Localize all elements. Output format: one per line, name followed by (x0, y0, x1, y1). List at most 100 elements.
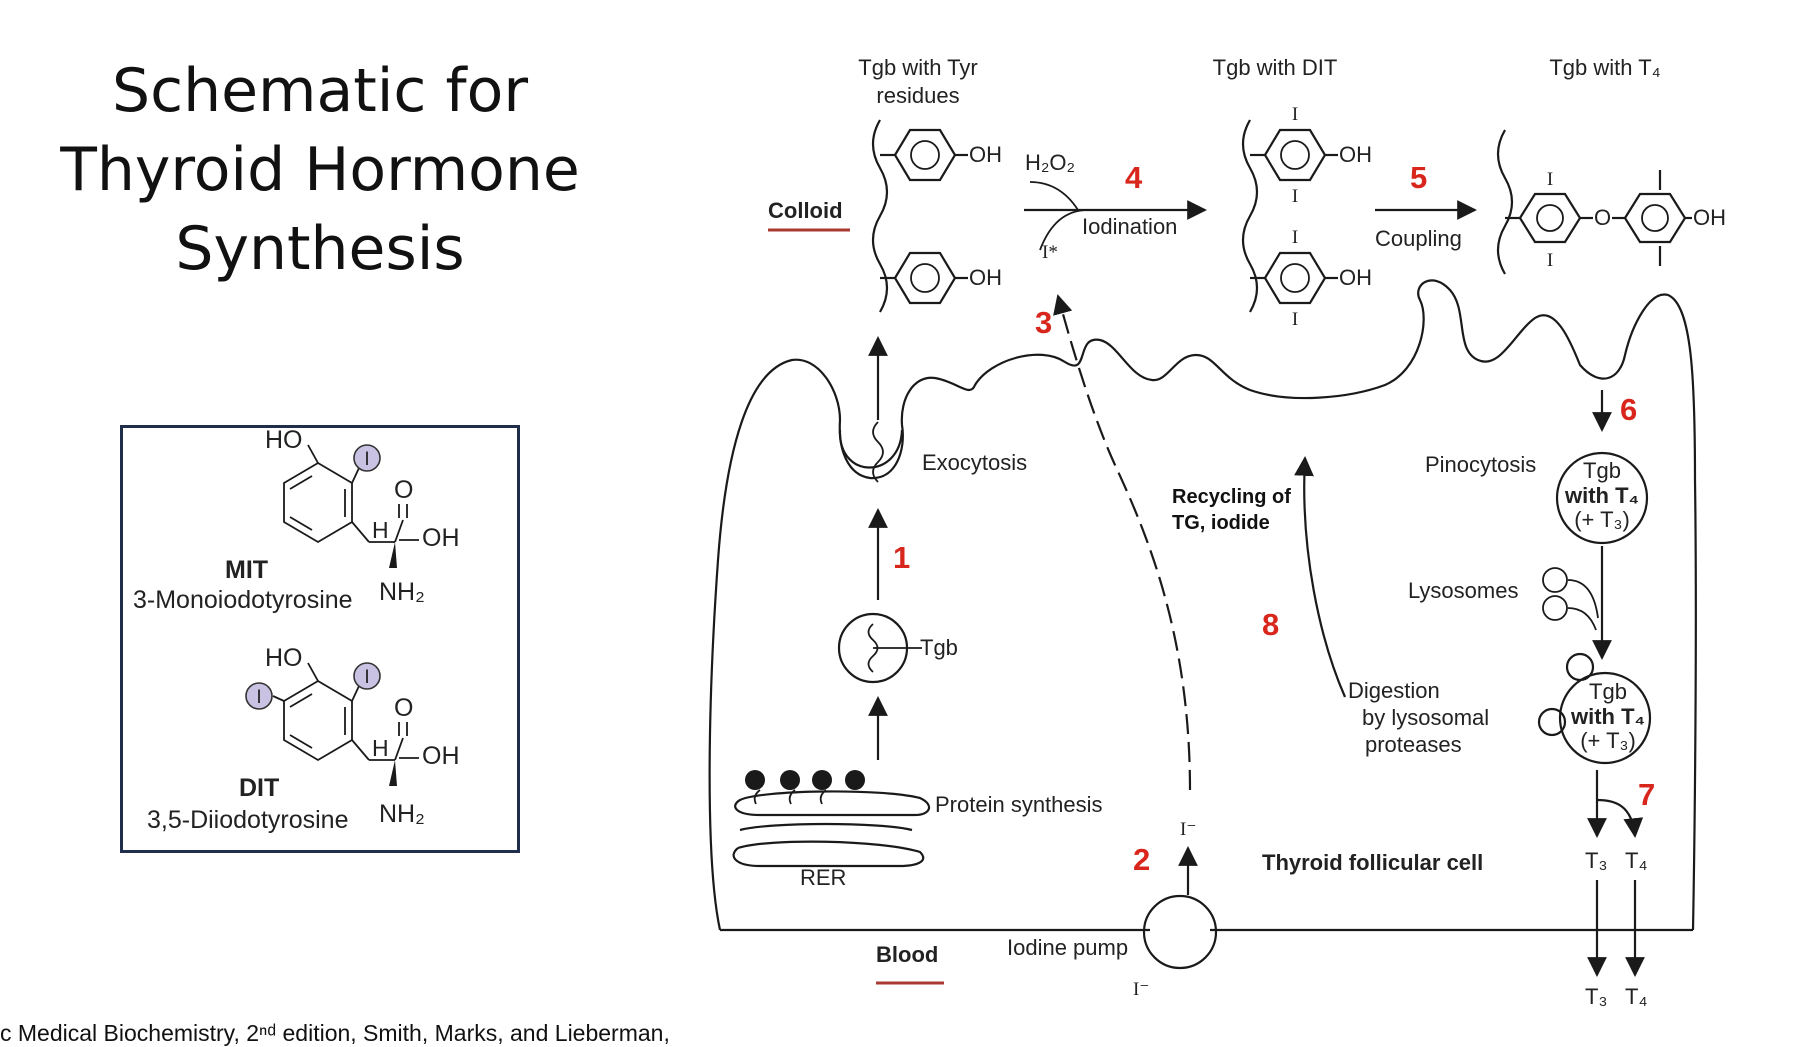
cell-label: Thyroid follicular cell (1262, 850, 1483, 875)
iodine-atom: I (1292, 309, 1298, 330)
colloid-label: Colloid (768, 198, 843, 223)
iodide-blood-label: I⁻ (1133, 979, 1149, 1000)
oh-label: OH (969, 142, 1002, 167)
cell-membrane (708, 279, 1697, 931)
mit-o: O (394, 476, 413, 504)
dit-nh2: NH₂ (379, 800, 425, 828)
tgb-t4-molecule: I I O OH (1496, 129, 1726, 275)
dit-h: H (372, 735, 389, 761)
step-1: 1 (893, 540, 910, 575)
iodine-atom: I (1547, 250, 1553, 271)
mit-nh2: NH₂ (379, 578, 425, 606)
iodine-circle (245, 682, 273, 710)
t4-release-arrow (1596, 798, 1644, 838)
dit-ho: HO (265, 644, 303, 672)
iodide-transport-path (1053, 294, 1192, 791)
recycling-label-2: TG, iodide (1172, 512, 1270, 534)
mit-oh: OH (422, 524, 460, 552)
pino-vesicle-line-2: with T₄ (1564, 483, 1639, 508)
oh-label: OH (1339, 265, 1372, 290)
iodine-label: I (364, 667, 369, 688)
iodine-label: I (364, 449, 369, 470)
iodine-atom: I (1292, 104, 1298, 125)
iodination-label: Iodination (1082, 214, 1177, 239)
lysosome (1542, 567, 1568, 593)
header-tgb-tyr-2: residues (876, 83, 959, 108)
mit-abbr: MIT (225, 556, 268, 584)
protein-synthesis-label: Protein synthesis (935, 792, 1103, 817)
citation: c Medical Biochemistry, 2ⁿᵈ edition, Smi… (0, 1020, 670, 1046)
t3-cell-label: T₃ (1585, 848, 1607, 873)
digestion-label-1: Digestion (1348, 678, 1440, 703)
thyroid-pathway-diagram: Tgb with Tyr residues Tgb with DIT Tgb w… (708, 55, 1726, 1009)
digestion-label-3: proteases (1365, 732, 1462, 757)
step-4: 4 (1125, 160, 1143, 195)
pinocytosis-label: Pinocytosis (1425, 452, 1536, 477)
h2o2-label: H₂O₂ (1025, 150, 1075, 175)
recycling-label-1: Recycling of (1172, 486, 1291, 508)
exocytosis-label: Exocytosis (922, 450, 1027, 475)
ether-o: O (1594, 205, 1611, 230)
recycling-arrow (1294, 456, 1347, 698)
oh-label: OH (969, 265, 1002, 290)
iodine-atom: I (1292, 186, 1298, 207)
rer: Protein synthesis RER (732, 770, 1103, 890)
iodide-cell-label: I⁻ (1180, 819, 1196, 840)
tgb-dit-molecule: OH I I OH I I (1241, 104, 1372, 330)
step-6: 6 (1620, 392, 1637, 427)
iodine-circle (353, 444, 381, 472)
dig-vesicle-line-3: (+ T₃) (1580, 728, 1636, 753)
mit-name: 3-Monoiodotyrosine (133, 586, 353, 614)
dit-abbr: DIT (239, 774, 279, 802)
i-star-label: I* (1042, 242, 1058, 263)
t4-cell-label: T₄ (1625, 848, 1647, 873)
pino-vesicle-line-1: Tgb (1583, 458, 1621, 483)
oh-label: OH (1339, 142, 1372, 167)
t4-oh: OH (1693, 205, 1726, 230)
dit-name: 3,5-Diiodotyrosine (147, 806, 349, 834)
title-line-1: Schematic for (112, 56, 528, 126)
dit-oh: OH (422, 742, 460, 770)
chem-structures-panel: I HO O H OH NH₂ MIT 3-Monoiodotyrosine I… (120, 425, 520, 853)
page-title: Schematic for Thyroid Hormone Synthesis (30, 52, 610, 290)
digestion-vesicle (1558, 671, 1652, 765)
iodine-atom: I (1292, 227, 1298, 248)
iodine-label: I (256, 687, 261, 708)
step-3: 3 (1035, 305, 1052, 340)
step-7: 7 (1638, 777, 1655, 812)
dig-vesicle-line-2: with T₄ (1570, 704, 1645, 729)
wedge-bond (389, 760, 397, 786)
mit-structure: I HO O H OH NH₂ MIT 3-Monoiodotyrosine (133, 428, 460, 614)
title-line-2: Thyroid Hormone (60, 135, 580, 206)
chem-structures-svg: I HO O H OH NH₂ MIT 3-Monoiodotyrosine I… (133, 428, 460, 834)
lysosomes-label: Lysosomes (1408, 578, 1518, 603)
iodine-circle (353, 662, 381, 690)
step-2: 2 (1133, 842, 1150, 877)
header-tgb-tyr: Tgb with Tyr (858, 55, 977, 80)
iodine-atom: I (1547, 169, 1553, 190)
t3-blood-label: T₃ (1585, 984, 1607, 1009)
dig-vesicle-line-1: Tgb (1589, 679, 1627, 704)
step-5: 5 (1410, 160, 1427, 195)
digestion-label-2: by lysosomal (1362, 705, 1489, 730)
wedge-bond (389, 542, 397, 568)
mit-h: H (372, 517, 389, 543)
dit-o: O (394, 694, 413, 722)
lysosome (1542, 595, 1568, 621)
rer-label: RER (800, 865, 846, 890)
iodine-pump-circle (1142, 894, 1218, 970)
step-8: 8 (1262, 607, 1279, 642)
pinocytosis-vesicle (1555, 451, 1649, 545)
title-line-3: Synthesis (175, 214, 465, 285)
tgb-vesicle-label: Tgb (920, 635, 958, 660)
mit-ho: HO (265, 428, 303, 454)
iodine-pump-label: Iodine pump (1007, 935, 1128, 960)
coupling-label: Coupling (1375, 226, 1462, 251)
dit-structure: I I HO O H OH NH₂ DIT 3,5-Diiodotyrosine (147, 644, 460, 834)
blood-label: Blood (876, 942, 938, 967)
pino-vesicle-line-3: (+ T₃) (1574, 507, 1630, 532)
t4-blood-label: T₄ (1625, 984, 1647, 1009)
header-tgb-dit: Tgb with DIT (1213, 55, 1338, 80)
header-tgb-t4: Tgb with T₄ (1549, 55, 1660, 80)
tgb-tyr-molecule: OH OH (871, 119, 1002, 313)
